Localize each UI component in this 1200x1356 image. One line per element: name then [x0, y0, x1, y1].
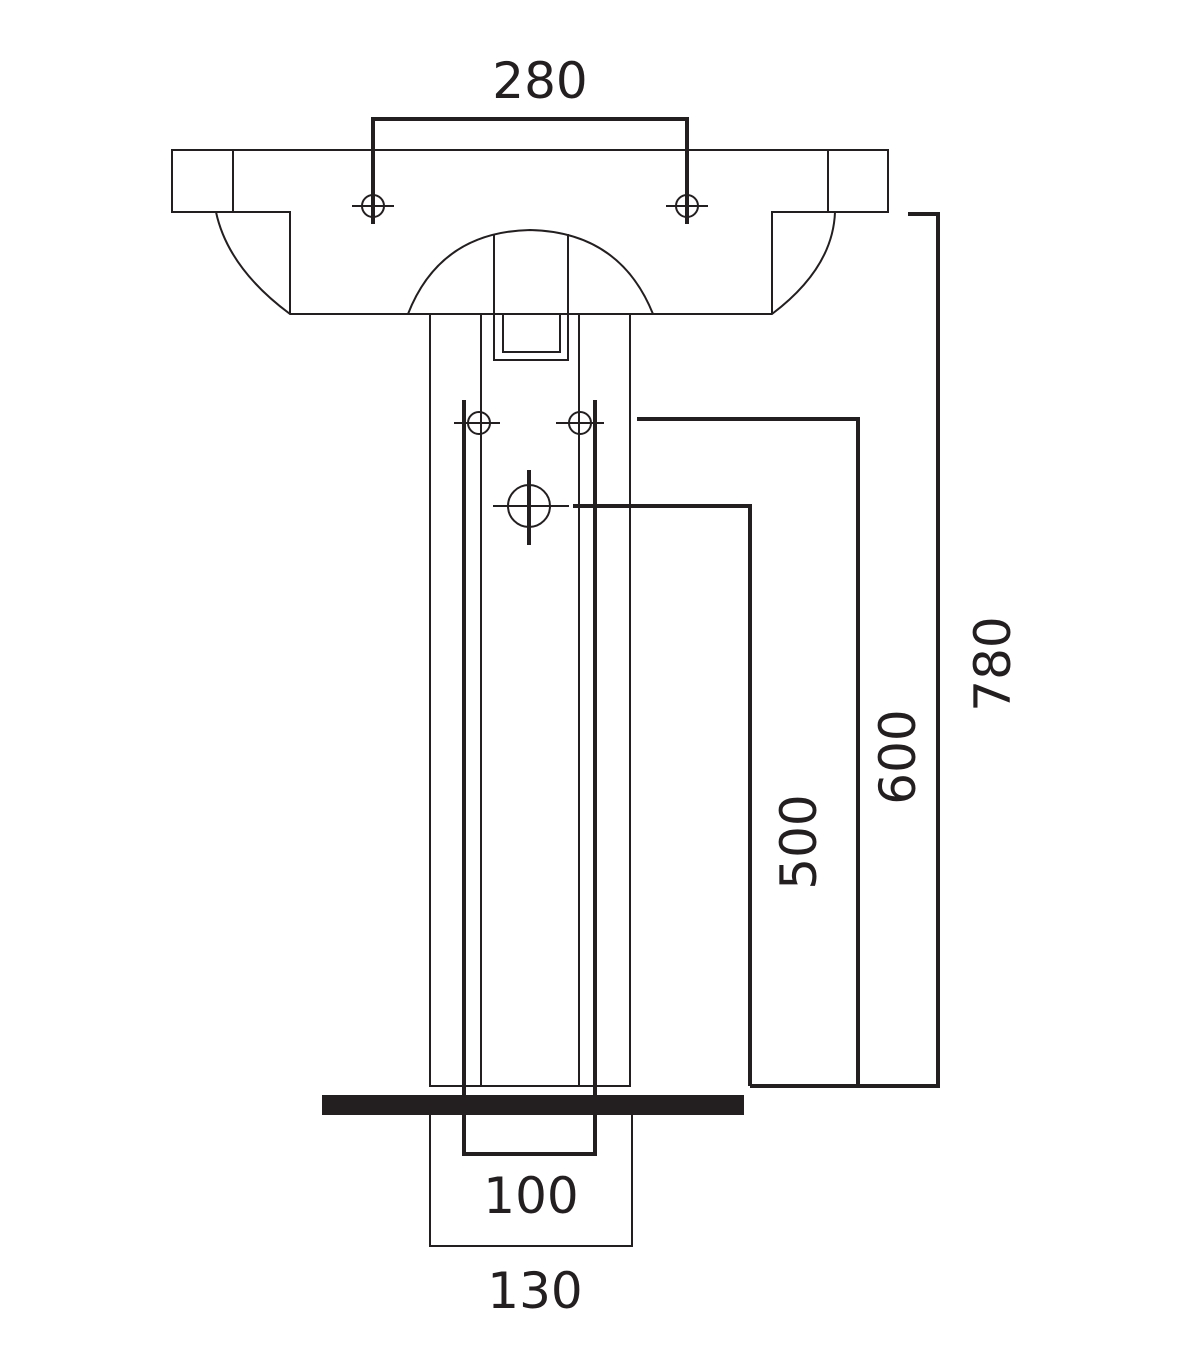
rim-height-dimension-line — [750, 212, 940, 1088]
basin-left-step — [216, 211, 291, 314]
basin-bowl-curve — [407, 228, 654, 315]
rim-height: 780 — [750, 212, 1022, 1088]
waste-outlet: 500 — [493, 470, 828, 1086]
rim-height-label: 780 — [964, 616, 1022, 711]
tap-spacing-dimension-line — [371, 117, 689, 224]
supply-height-dimension-line — [637, 417, 860, 1086]
pedestal — [429, 313, 631, 1087]
outlet-height-label: 500 — [770, 794, 828, 889]
base-outer-dimension-line — [429, 1115, 633, 1247]
base-outer-width: 130 — [429, 1115, 633, 1320]
supply-height-label: 600 — [869, 709, 927, 804]
pedestal-body — [429, 313, 631, 1087]
base-inner-width: 100 — [462, 1086, 597, 1225]
base-outer-width-label: 130 — [487, 1262, 582, 1320]
basin-outline — [171, 149, 889, 315]
basin — [171, 149, 889, 361]
floor-line — [322, 1095, 744, 1115]
basin-trap-inner — [502, 314, 561, 353]
basin-trap-cover — [493, 234, 569, 361]
tap-spacing-label: 280 — [492, 52, 587, 110]
tap-holes: 280 — [352, 52, 708, 224]
supply-holes: 600 — [454, 400, 927, 1086]
base-inner-dimension-line — [462, 1086, 597, 1156]
base-inner-width-label: 100 — [483, 1167, 578, 1225]
basin-right-step — [771, 211, 835, 314]
outlet-height-dimension-line — [573, 504, 752, 1086]
